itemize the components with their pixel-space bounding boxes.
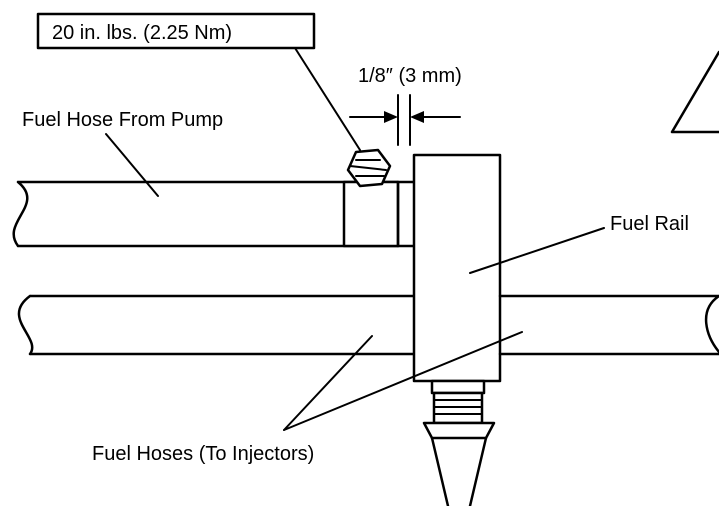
fuel-hose-from-pump-leader	[105, 133, 159, 197]
fuel-hoses-to-injectors	[17, 294, 416, 356]
partial-triangle-shape	[670, 50, 719, 134]
torque-spec-box	[36, 12, 316, 50]
torque-leader-line	[294, 47, 361, 151]
fuel-hoses-to-injectors-label: Fuel Hoses (To Injectors)	[92, 443, 314, 465]
torque-spec-label: 20 in. lbs. (2.25 Nm)	[52, 22, 232, 44]
injector-hose-leader-1	[283, 335, 373, 431]
hose-right-continuation	[498, 294, 719, 356]
gap-spec-label: 1/8″ (3 mm)	[358, 65, 462, 87]
hose-clamp	[342, 180, 400, 248]
clamp-screw-icon	[346, 148, 392, 188]
fuel-hose-from-pump-label: Fuel Hose From Pump	[22, 109, 223, 131]
injector-fitting	[422, 379, 496, 506]
fuel-rail-leader	[469, 227, 605, 274]
gap-dimension	[349, 94, 461, 146]
injector-hose-leader-2	[283, 331, 523, 431]
fuel-rail-label: Fuel Rail	[610, 213, 689, 235]
